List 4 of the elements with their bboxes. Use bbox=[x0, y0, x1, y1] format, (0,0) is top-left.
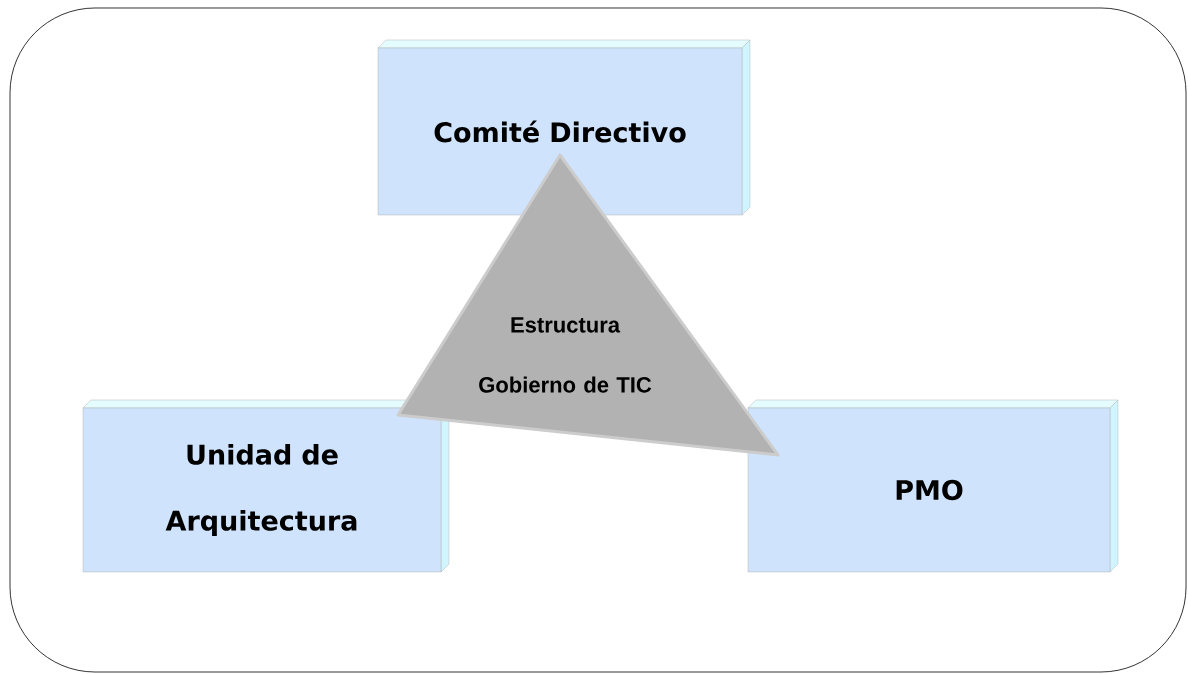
triangle: Estructura Gobierno de TIC bbox=[396, 153, 780, 457]
block-box: Comité Directivo bbox=[377, 39, 751, 216]
block-box: PMO bbox=[747, 399, 1119, 573]
block-box: Unidad de Arquitectura bbox=[82, 399, 450, 573]
